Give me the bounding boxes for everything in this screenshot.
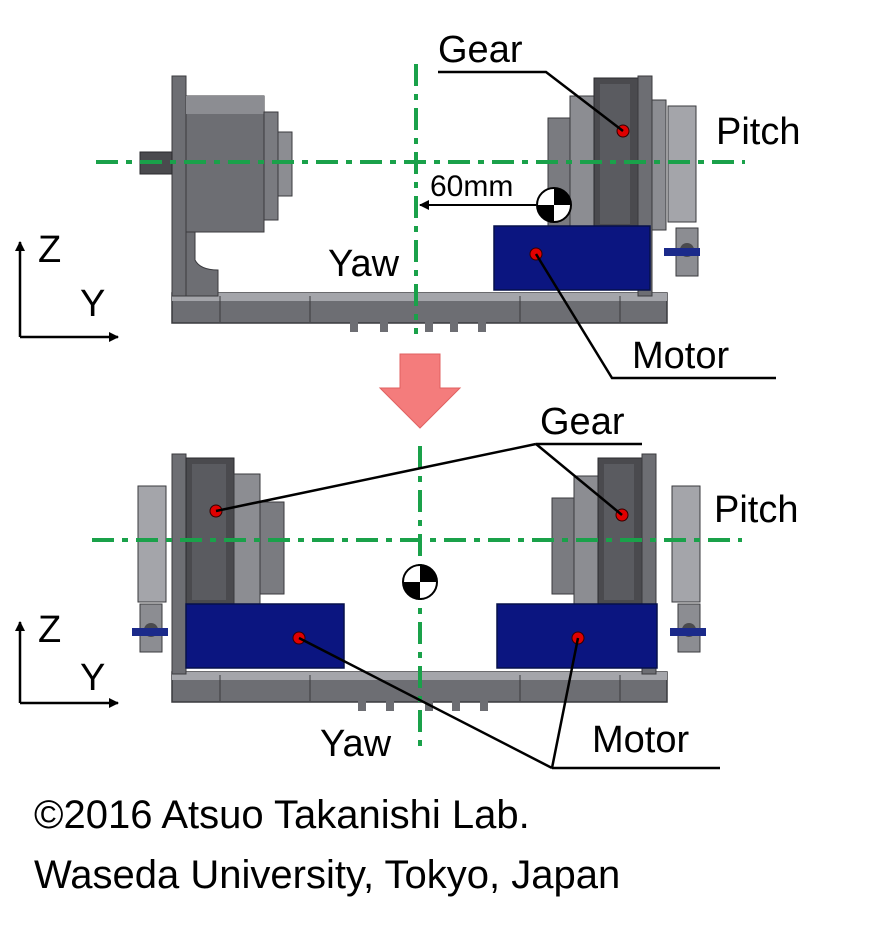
- bottom-motor-leader-left: [298, 636, 553, 770]
- bottom-motor-leader-right: [550, 637, 580, 769]
- bottom-left-motor: [185, 603, 345, 669]
- top-gear-leader: [438, 70, 624, 132]
- top-motor-leader: [534, 253, 776, 380]
- top-gear-label: Gear: [438, 29, 523, 71]
- bottom-center-of-mass-icon: [402, 564, 438, 600]
- bottom-motor-label: Motor: [592, 719, 689, 761]
- bottom-yaw-label: Yaw: [320, 723, 392, 765]
- top-motor: [493, 225, 651, 291]
- top-offset-label: 60mm: [430, 170, 513, 203]
- transition-arrow-icon: [378, 353, 462, 429]
- left-pitch-unit: [139, 75, 293, 297]
- top-axis-z-label: Z: [38, 229, 61, 271]
- bottom-pitch-label: Pitch: [714, 489, 798, 531]
- bottom-gear-leader-left: [215, 442, 537, 513]
- copyright-line-2: Waseda University, Tokyo, Japan: [34, 853, 620, 897]
- bottom-gear-label: Gear: [540, 401, 625, 443]
- bottom-axis-z-label: Z: [38, 609, 61, 651]
- top-motor-label: Motor: [632, 335, 729, 377]
- bottom-left-gear-unit: [132, 453, 285, 675]
- base-plate: [171, 292, 668, 332]
- top-pitch-label: Pitch: [716, 111, 800, 153]
- bottom-axis-y-label: Y: [80, 657, 105, 699]
- top-axis-y-label: Y: [80, 283, 105, 325]
- bottom-gear-leader-right: [535, 443, 623, 516]
- bottom-axis-indicator: Z Y: [15, 609, 119, 708]
- copyright-line-1: ©2016 Atsuo Takanishi Lab.: [34, 793, 530, 837]
- top-view: Gear Pitch 60mm Yaw Motor Z Y: [15, 29, 800, 380]
- top-axis-indicator: Z Y: [15, 229, 119, 342]
- top-yaw-label: Yaw: [328, 243, 400, 285]
- bottom-view: Gear Pitch Motor Yaw Z Y: [15, 401, 798, 770]
- top-center-of-mass-icon: [536, 187, 572, 223]
